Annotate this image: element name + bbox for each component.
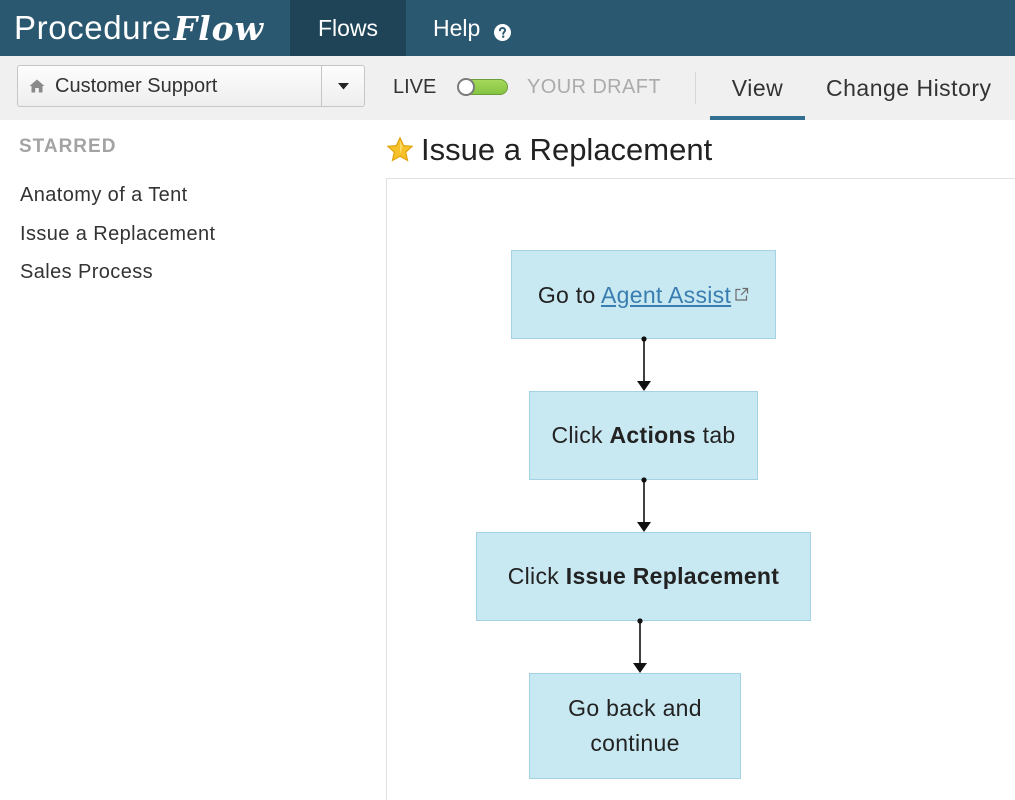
caret-down-icon [337, 82, 349, 89]
starred-list: Anatomy of a Tent Issue a Replacement Sa… [20, 176, 215, 292]
flow-step-3-prefix: Click [507, 563, 566, 589]
question-circle-icon [494, 20, 512, 41]
star-icon[interactable] [386, 136, 414, 164]
flow-connector-2 [637, 477, 651, 532]
flow-step-2-emphasis: Actions [609, 422, 696, 448]
logo-script-wordmark: Flow [173, 8, 265, 48]
nav-tab-help[interactable]: Help [433, 0, 512, 56]
flow-step-4[interactable]: Go back and continue [529, 673, 741, 779]
tab-change-history-label: Change History [826, 74, 992, 101]
flow-set-label: Customer Support [55, 75, 218, 97]
page-title: Issue a Replacement [421, 132, 713, 167]
flow-step-4-text: Go back and continue [568, 695, 702, 756]
toolbar-divider [695, 72, 696, 104]
nav-tab-help-label: Help [433, 14, 481, 41]
flow-step-3-emphasis: Issue Replacement [565, 563, 780, 589]
flow-step-1-prefix: Go to [537, 281, 601, 308]
flow-step-2-text: Click Actions tab [551, 422, 735, 449]
nav-tab-flows[interactable]: Flows [290, 0, 406, 56]
starred-item-anatomy-of-a-tent[interactable]: Anatomy of a Tent [20, 184, 188, 206]
flow-step-3[interactable]: Click Issue Replacement [476, 532, 811, 621]
starred-heading: STARRED [19, 136, 117, 157]
flow-canvas: Go to Agent Assist Click Actions tab Cli… [386, 178, 1015, 800]
live-label: LIVE [393, 76, 437, 98]
nav-tab-flows-label: Flows [317, 14, 379, 41]
flow-step-3-text: Click Issue Replacement [508, 563, 780, 590]
flow-step-1[interactable]: Go to Agent Assist [511, 250, 776, 339]
flow-step-2-suffix: tab [695, 422, 736, 448]
flow-set-dropdown-button[interactable] [321, 66, 364, 106]
starred-item-issue-a-replacement[interactable]: Issue a Replacement [20, 222, 216, 245]
tab-view-label: View [731, 74, 784, 101]
flow-step-2[interactable]: Click Actions tab [529, 391, 758, 480]
external-link-icon [734, 281, 749, 301]
logo-wordmark: Procedure [14, 9, 172, 46]
tab-active-underline [710, 116, 805, 120]
flow-step-2-prefix: Click [551, 422, 610, 448]
agent-assist-link[interactable]: Agent Assist [601, 281, 732, 308]
starred-item-sales-process[interactable]: Sales Process [20, 261, 154, 283]
home-icon [29, 79, 45, 93]
flow-connector-1 [637, 336, 651, 391]
flow-connector-3 [633, 618, 647, 673]
live-draft-toggle[interactable] [457, 78, 508, 96]
flow-toolbar: Customer Support LIVE YOUR DRAFT View Ch… [0, 56, 1015, 120]
toggle-knob [457, 78, 475, 96]
tab-view[interactable]: View [710, 56, 805, 120]
draft-label: YOUR DRAFT [527, 76, 661, 98]
flow-step-1-text: Go to Agent Assist [538, 281, 749, 309]
tab-change-history[interactable]: Change History [826, 56, 992, 120]
flow-set-select[interactable]: Customer Support [17, 65, 365, 107]
